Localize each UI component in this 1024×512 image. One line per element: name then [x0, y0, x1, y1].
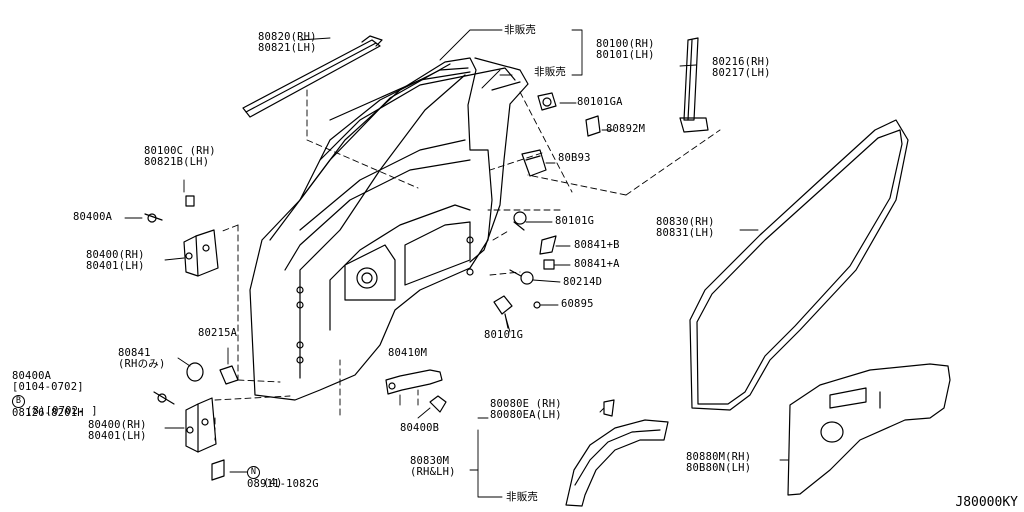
label-80080e: 80080E (RH)80080EA(LH): [490, 398, 562, 421]
hinge-top-part: [144, 195, 219, 277]
label-80101g-bottom: 80101G: [484, 329, 524, 341]
label-80101g-top: 80101G: [555, 215, 595, 227]
label-80100: 80100(RH)80101(LH): [596, 38, 655, 61]
label-not-sold-1: 非販売: [504, 24, 537, 36]
part-80841a: [543, 259, 555, 270]
label-80841: 80841(RHのみ): [118, 347, 166, 370]
seal-80892m-part: [585, 115, 601, 137]
part-60895: [533, 301, 541, 309]
door-trim-panel-part: [787, 363, 951, 496]
window-channel-part: [242, 35, 383, 118]
label-80400a-bottom: 80400A[0104-0702]: [12, 370, 84, 393]
nut-symbol: N: [247, 466, 260, 479]
label-80830m: 80830M(RH&LH): [410, 455, 456, 478]
part-80841b: [539, 235, 557, 255]
label-not-sold-2: 非販売: [534, 66, 567, 78]
part-80215a: [219, 365, 239, 385]
label-80841b: 80841+B: [574, 239, 620, 251]
diagram-code: J80000KY: [955, 495, 1018, 510]
door-panel-part: [249, 57, 529, 401]
label-80410m: 80410M: [388, 347, 428, 359]
label-80215a: 80215A: [198, 327, 238, 339]
rear-channel-part: [679, 37, 709, 133]
clip-80101g-top-part: [513, 211, 527, 231]
leader-lines: [214, 89, 721, 441]
plug-80841-part: [186, 362, 204, 382]
label-80101ga: 80101GA: [577, 96, 623, 108]
label-80400b: 80400B: [400, 422, 440, 434]
label-80830: 80830(RH)80831(LH): [656, 216, 715, 239]
label-80893: 80B93: [558, 152, 591, 164]
bolt-symbol: B: [12, 395, 25, 408]
label-80400-bottom: 80400(RH)80401(LH): [88, 419, 147, 442]
part-80214d: [509, 269, 534, 285]
weatherstrip-part: [689, 119, 909, 411]
label-80820: 80820(RH)80821(LH): [258, 31, 317, 54]
label-80100c: 80100C (RH)80821B(LH): [144, 145, 216, 168]
label-bolt-qty: (8)[0702- ]: [26, 405, 98, 417]
label-80400a-top: 80400A: [73, 211, 113, 223]
check-link-part: [385, 369, 447, 413]
wheel-arch-molding-part: [565, 399, 669, 507]
door-inner-panel: [284, 67, 516, 364]
label-80892m: 80892M: [606, 123, 646, 135]
label-80214d: 80214D: [563, 276, 603, 288]
label-60895: 60895: [561, 298, 594, 310]
solid-leaders: [124, 29, 789, 498]
clip-80893-part: [521, 149, 547, 177]
clip-80101g-bottom-part: [493, 295, 513, 329]
label-not-sold-3: 非販売: [506, 491, 539, 503]
label-80216: 80216(RH)80217(LH): [712, 56, 771, 79]
label-80841a: 80841+A: [574, 258, 620, 270]
label-80400-top: 80400(RH)80401(LH): [86, 249, 145, 272]
label-nut-qty: (4): [263, 477, 283, 489]
label-80880m: 80880M(RH)80B80N(LH): [686, 451, 752, 474]
hinge-bottom-part: [153, 391, 225, 481]
clip-80101ga-part: [537, 92, 557, 111]
